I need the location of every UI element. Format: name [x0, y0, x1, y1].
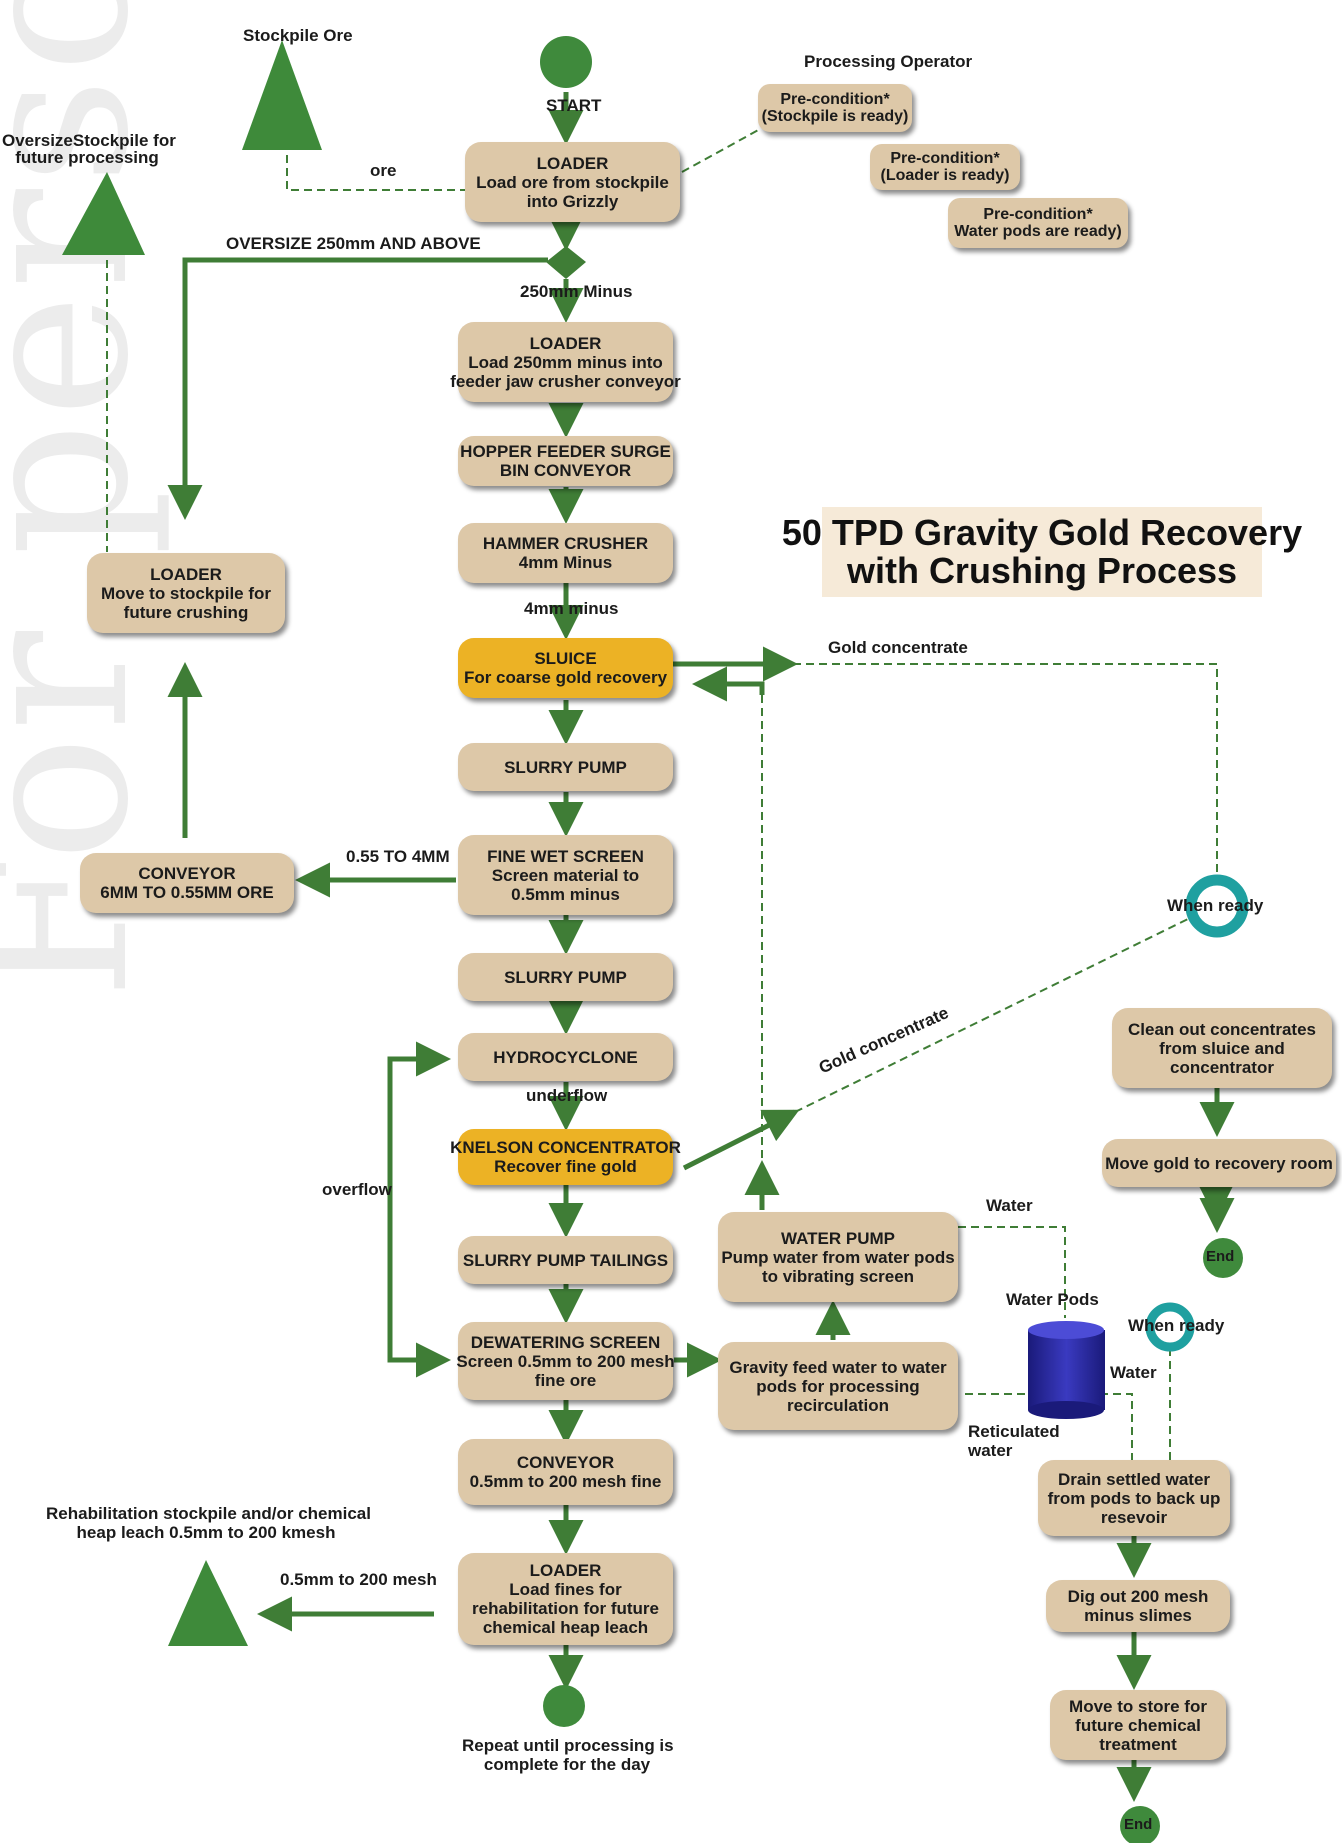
oversize-stockpile-icon [62, 172, 145, 255]
step-hydrocyclone: HYDROCYCLONE [458, 1033, 673, 1081]
grizzly-decision-icon [546, 246, 586, 279]
rehab-stockpile-icon [168, 1560, 248, 1646]
start-node [540, 36, 592, 88]
precondition-loader: Pre-condition*(Loader is ready) [870, 144, 1020, 190]
precondition-water-pods: Pre-condition*Water pods are ready) [948, 198, 1128, 248]
label-oversize: OVERSIZE 250mm AND ABOVE [226, 234, 481, 253]
label-when-ready-1: When ready [1167, 896, 1264, 915]
step-slurry-pump-1: SLURRY PUMP [458, 743, 673, 791]
stockpile-ore-icon [242, 40, 322, 150]
when-ready-ring-icon [1185, 874, 1249, 938]
operator-title: Processing Operator [804, 52, 973, 71]
step-slurry-pump-tailings: SLURRY PUMP TAILINGS [458, 1236, 673, 1284]
label-when-ready-2: When ready [1128, 1316, 1225, 1335]
end-label-slimes: End [1124, 1816, 1153, 1833]
step-slurry-pump-2: SLURRY PUMP [458, 953, 673, 1001]
label-water-pods: Water Pods [1006, 1290, 1099, 1309]
end-label-gold: End [1206, 1248, 1235, 1265]
when-ready-ring-icon-2 [1145, 1302, 1195, 1352]
end-node-main [543, 1685, 585, 1727]
end-node-slimes [1120, 1806, 1160, 1843]
label-gold-concentrate-1: Gold concentrate [828, 638, 968, 657]
solid-arrows [167, 92, 1235, 1802]
stockpile-ore-label: Stockpile Ore [243, 26, 353, 45]
precondition-stockpile: Pre-condition*(Stockpile is ready) [758, 84, 912, 132]
rehab-stockpile-label: Rehabilitation stockpile and/or chemical… [46, 1504, 371, 1542]
start-label: START [546, 96, 602, 115]
label-water-2: Water [1110, 1363, 1157, 1382]
label-250mm-minus: 250mm Minus [520, 282, 633, 301]
end-node-gold [1203, 1238, 1243, 1278]
step-move-gold: Move gold to recovery room [1102, 1139, 1336, 1187]
water-pods-tank-icon [1028, 1321, 1105, 1419]
label-4mm-minus: 4mm minus [524, 599, 619, 618]
dashed-connectors [106, 127, 1218, 1460]
label-underflow: underflow [526, 1086, 608, 1105]
label-water-1: Water [986, 1196, 1033, 1215]
label-mesh-range: 0.5mm to 200 mesh [280, 1570, 437, 1589]
label-size-range: 0.55 TO 4MM [346, 847, 450, 866]
label-ore: ore [370, 161, 397, 180]
label-overflow: overflow [322, 1180, 392, 1199]
